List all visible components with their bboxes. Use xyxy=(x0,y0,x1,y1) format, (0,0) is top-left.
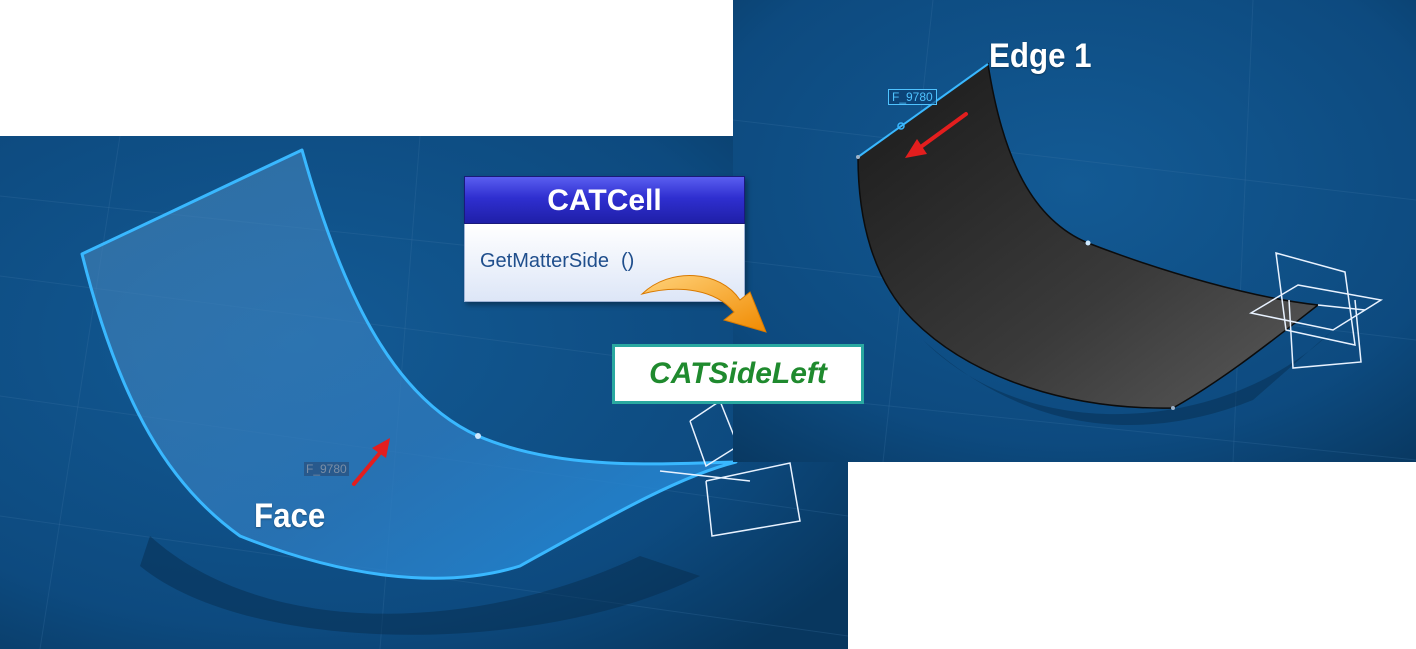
method-parens: () xyxy=(620,250,635,272)
edge-label: Edge 1 xyxy=(989,37,1092,75)
red-arrow-icon xyxy=(352,438,390,486)
curved-arrow-icon xyxy=(640,275,767,333)
axis-frame-icon xyxy=(1248,251,1384,369)
class-title: CATCell xyxy=(464,176,745,224)
edge-surface xyxy=(857,62,1320,409)
result-box: CATSideLeft xyxy=(612,344,864,404)
method-name: GetMatterSide xyxy=(480,250,609,272)
edge-id-tag: F_9780 xyxy=(888,89,937,105)
face-surface xyxy=(80,148,738,580)
face-label: Face xyxy=(254,497,326,535)
viewport-edge[interactable] xyxy=(733,0,1416,462)
class-box: CATCell GetMatterSide () xyxy=(464,176,745,302)
red-arrow-icon xyxy=(905,112,968,158)
face-id-tag: F_9780 xyxy=(304,462,349,476)
edge-scene xyxy=(733,0,1416,462)
